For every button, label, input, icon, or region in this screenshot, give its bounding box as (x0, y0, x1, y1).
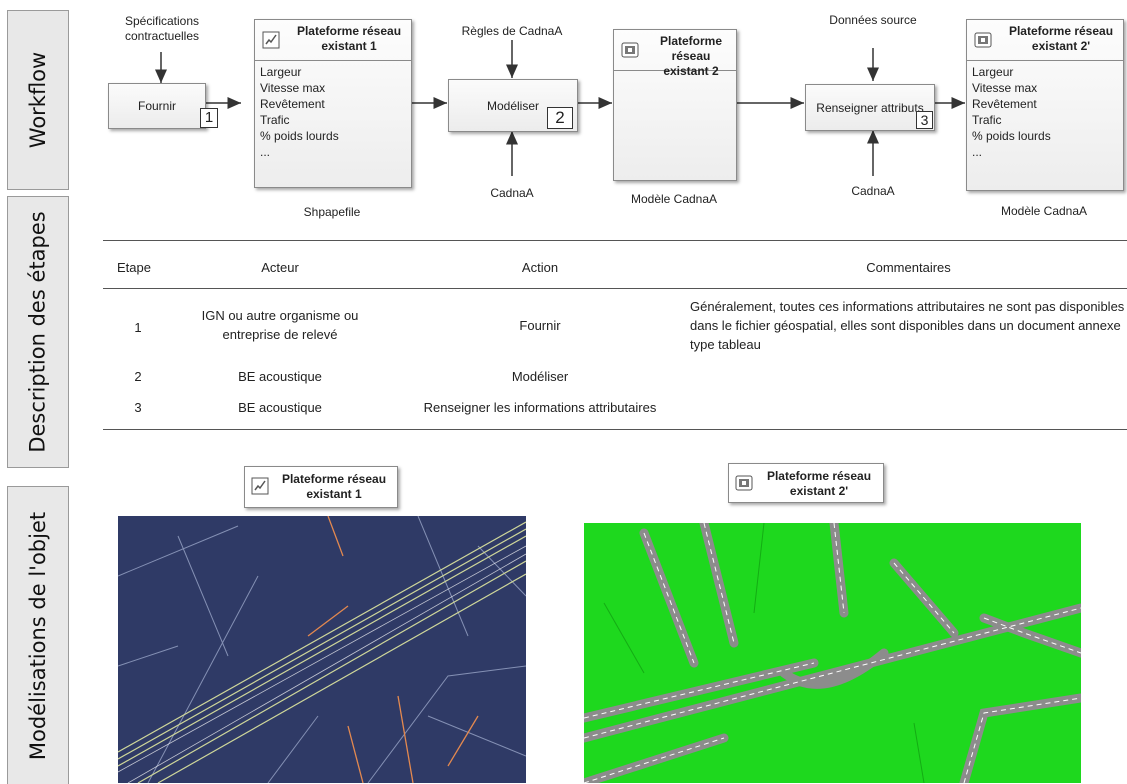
section-description-label: Description des étapes (7, 196, 69, 468)
section-modelisation-label: Modélisations de l'objet (7, 486, 69, 784)
header-commentaires: Commentaires (866, 260, 951, 275)
plateforme-1-box: Plateforme réseau existant 1 Largeur Vit… (254, 19, 412, 188)
plateforme-2prime-title: Plateforme réseau existant 2' (1008, 24, 1114, 53)
header-acteur: Acteur (261, 260, 299, 275)
plateforme-1-caption: Shpapefile (303, 205, 361, 219)
left-model-title: Plateforme réseau existant 1 (281, 472, 387, 501)
plateforme-2prime-attributes: Largeur Vitesse max Revêtement Trafic % … (972, 65, 1051, 159)
cadnaa-icon (735, 475, 753, 491)
renseigner-label: Renseigner attributs (816, 100, 924, 115)
regles-label: Règles de CadnaA (461, 24, 563, 38)
plateforme-2prime-caption: Modèle CadnaA (1000, 204, 1088, 218)
header-etape: Etape (117, 260, 151, 275)
right-model-title-box: Plateforme réseau existant 2' (728, 463, 884, 503)
shapefile-map-image (118, 516, 526, 783)
plateforme-1-title: Plateforme réseau existant 1 (296, 24, 402, 53)
table-rule-header (103, 288, 1127, 289)
left-model-title-box: Plateforme réseau existant 1 (244, 466, 398, 508)
modeliser-box: Modéliser 2 (448, 79, 578, 132)
header-action: Action (521, 260, 559, 275)
plateforme-1-attributes: Largeur Vitesse max Revêtement Trafic % … (260, 65, 339, 159)
workflow-arrows (155, 40, 965, 176)
cadnaa-3d-render-image (584, 523, 1081, 783)
cadnaa-label-2: CadnaA (851, 184, 895, 198)
renseigner-box: Renseigner attributs 3 (805, 84, 935, 131)
step-number-2: 2 (547, 107, 573, 129)
donnees-source-label: Données source (829, 13, 917, 27)
step-number-1: 1 (200, 108, 218, 128)
step-number-3: 3 (916, 111, 933, 129)
table-rule-bottom (103, 429, 1127, 430)
plateforme-2-box: Plateforme réseau existant 2 (613, 29, 737, 181)
fournir-box: Fournir 1 (108, 83, 218, 129)
fournir-label: Fournir (137, 99, 176, 113)
cadnaa-icon (974, 32, 992, 48)
cadnaa-label-1: CadnaA (490, 186, 534, 200)
right-model-title: Plateforme réseau existant 2' (766, 469, 872, 498)
shapefile-icon (251, 477, 269, 495)
table-rule-top (103, 240, 1127, 241)
section-workflow-label: Workflow (7, 10, 69, 190)
plateforme-2prime-box: Plateforme réseau existant 2' Largeur Vi… (966, 19, 1124, 191)
spec-label: Spécifications contractuelles (124, 14, 200, 43)
cadnaa-icon (621, 42, 639, 58)
plateforme-2-caption: Modèle CadnaA (630, 192, 718, 206)
modeliser-label: Modéliser (486, 98, 540, 113)
shapefile-icon (262, 31, 280, 49)
plateforme-2-title: Plateforme réseau existant 2 (659, 34, 723, 78)
